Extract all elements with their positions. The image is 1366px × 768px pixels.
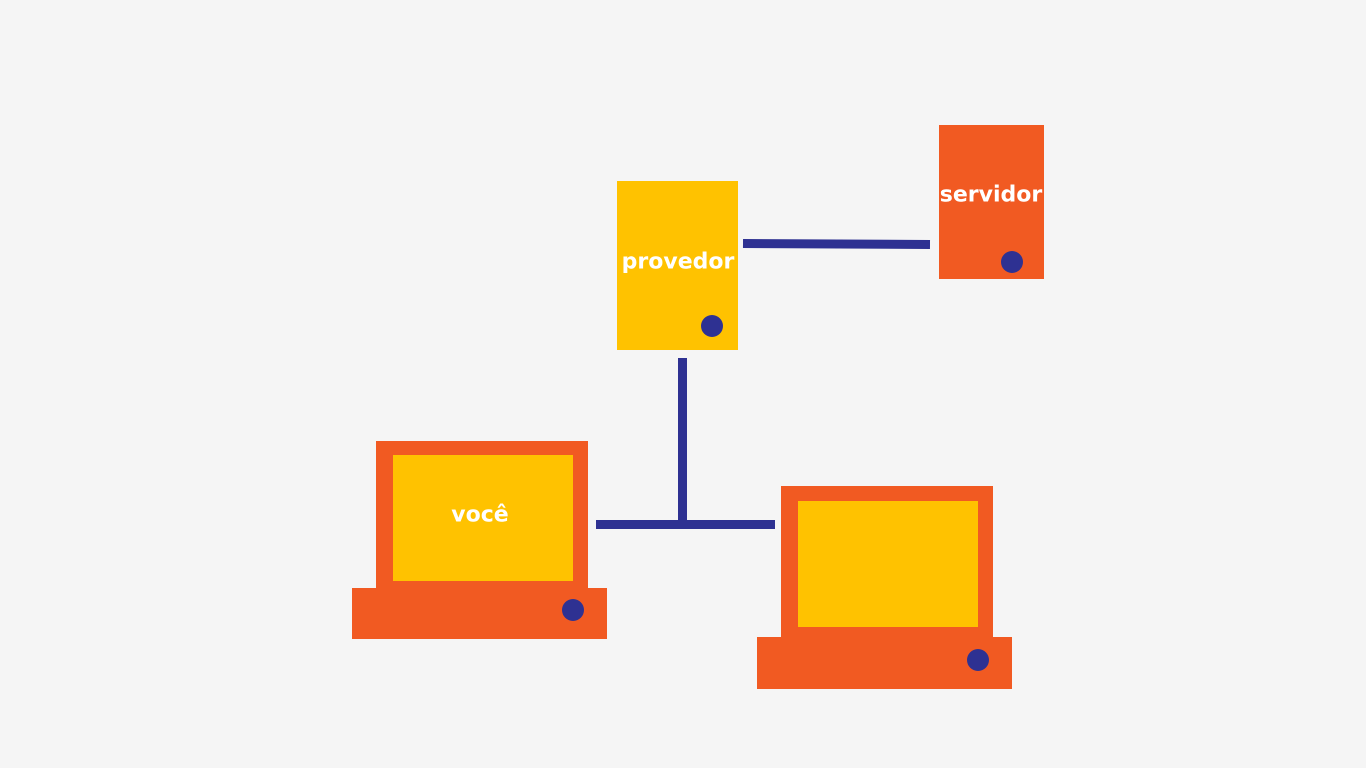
voce-screen [393,455,573,581]
other-laptop-screen [798,501,978,627]
link-provedor-servidor [742,239,931,249]
power-dot-icon [967,649,989,671]
provedor-label: provedor [621,249,735,275]
voce-laptop-base [352,588,607,639]
servidor-node [939,125,1044,279]
link-laptops-horizontal [596,520,775,529]
servidor-label: servidor [939,182,1043,208]
other-laptop-icon [781,486,993,639]
power-dot-icon [701,315,723,337]
other-laptop-base [757,637,1012,689]
power-dot-icon [1001,251,1023,273]
voce-label: você [451,502,509,528]
provedor-node [617,181,738,350]
link-provedor-down [678,358,687,526]
power-dot-icon [562,599,584,621]
voce-laptop-icon [376,441,588,591]
